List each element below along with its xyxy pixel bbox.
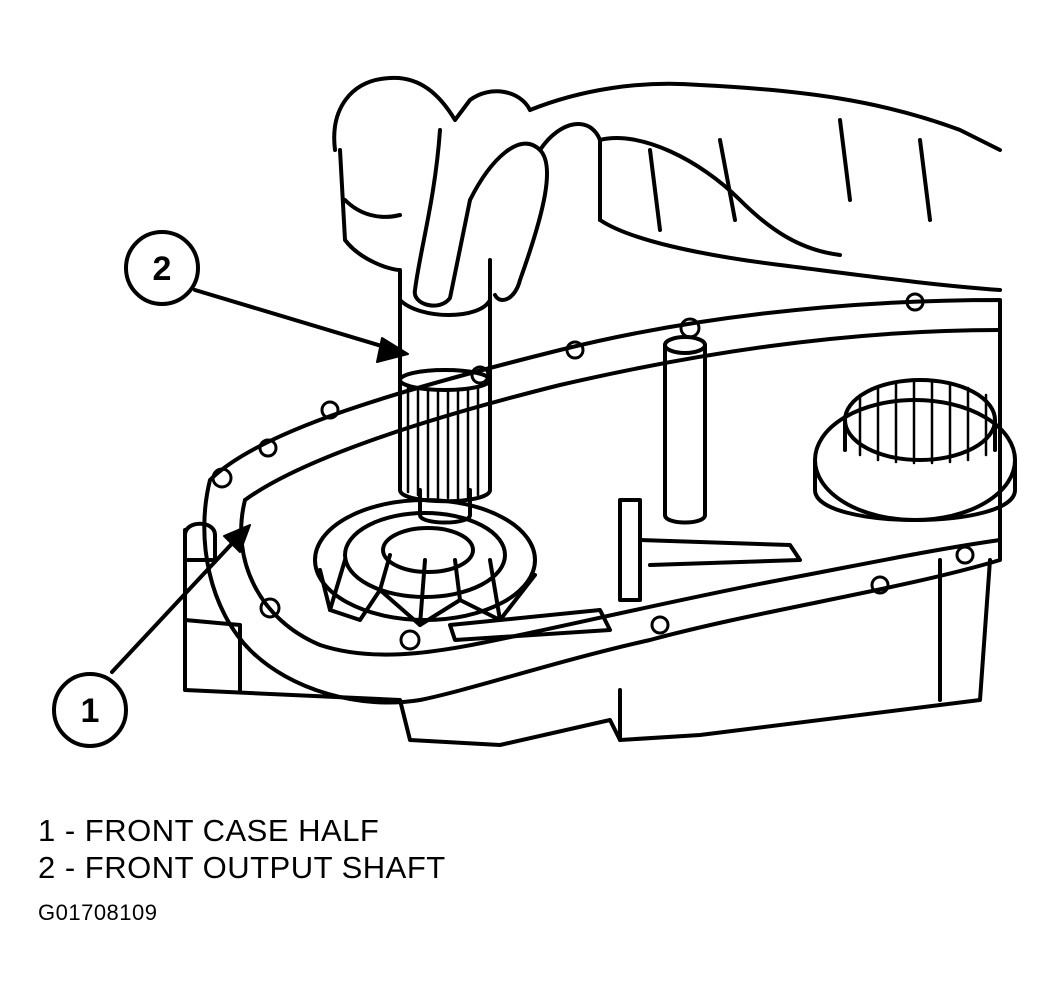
arrowhead-1 [223, 524, 251, 553]
case-lower-body [183, 528, 992, 747]
case-outer-flange [202, 298, 1002, 705]
leader-line-1 [110, 533, 242, 674]
arrowhead-2 [376, 337, 409, 363]
transfer-case-illustration: 1 2 [52, 75, 1017, 748]
dowel-post [183, 521, 217, 562]
figure-id: G01708109 [38, 900, 158, 925]
callout-number-2: 2 [153, 250, 172, 288]
callout-circle-1 [52, 672, 128, 748]
leader-line-2 [193, 288, 397, 352]
legend-item-front-case-half: 1 - FRONT CASE HALF [38, 813, 380, 848]
legend: 1 - FRONT CASE HALF 2 - FRONT OUTPUT SHA… [38, 812, 446, 886]
hands [332, 75, 1002, 317]
ring-gear [813, 378, 1017, 522]
output-shaft [398, 298, 492, 525]
callout-number-1: 1 [81, 692, 100, 730]
legend-item-front-output-shaft: 2 - FRONT OUTPUT SHAFT [38, 850, 446, 885]
shift-rail [448, 335, 802, 642]
case-inner-edge [243, 328, 1002, 502]
callout-circle-2 [124, 230, 200, 306]
